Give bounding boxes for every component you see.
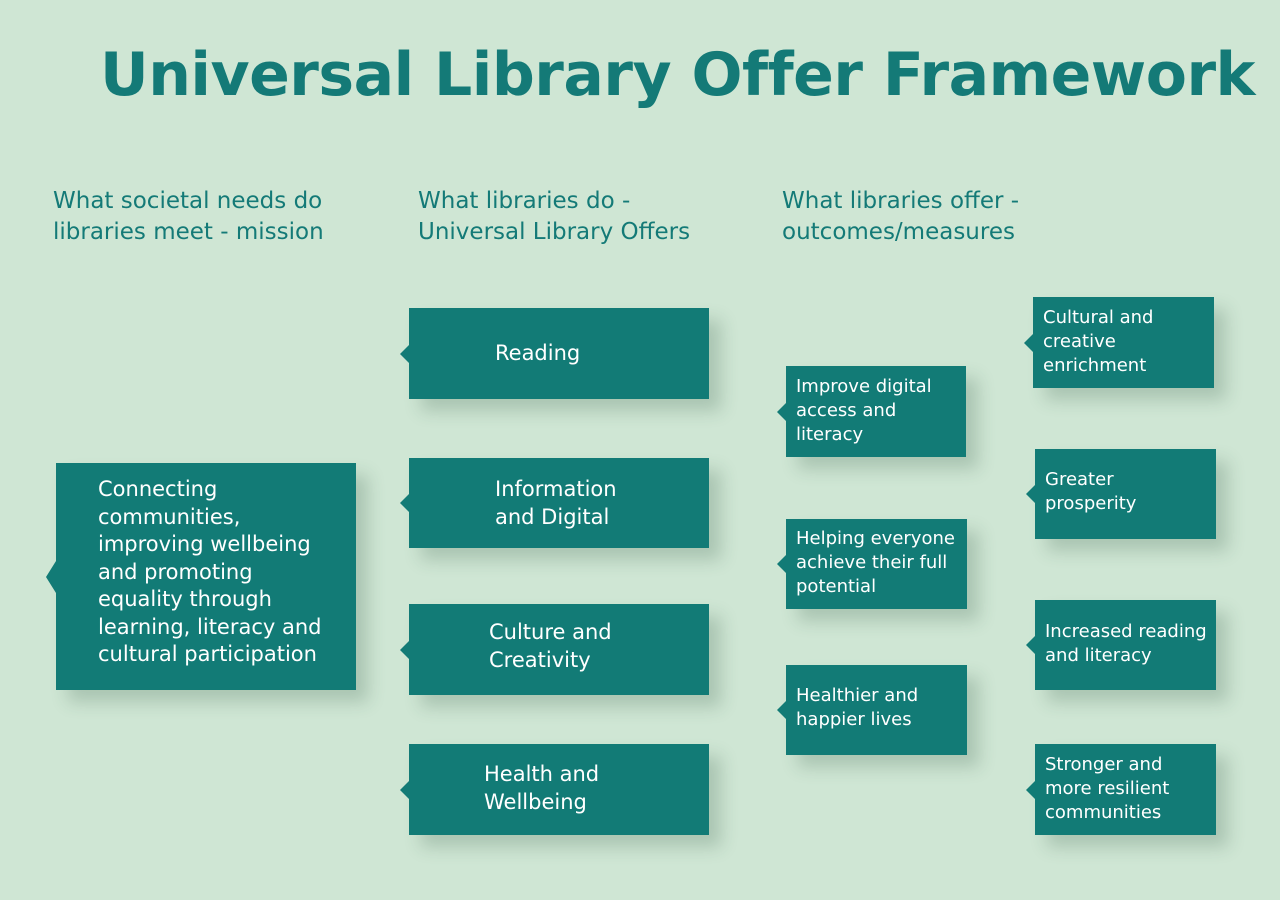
mission-box: Connecting communities, improving wellbe…: [56, 463, 356, 690]
page-title: Universal Library Offer Framework: [100, 40, 1255, 110]
heading-mission: What societal needs do libraries meet - …: [53, 188, 324, 245]
outcome-label: Stronger and more resilient communities: [1045, 754, 1170, 823]
heading-offers: What libraries do - Universal Library Of…: [418, 188, 691, 245]
offer-box-reading: Reading: [409, 308, 709, 399]
offer-box-information-digital: Information and Digital: [409, 458, 709, 548]
offer-box-culture-creativity: Culture and Creativity: [409, 604, 709, 695]
offer-label: Culture and Creativity: [489, 620, 612, 672]
outcome-box-healthier-lives: Healthier and happier lives: [786, 665, 967, 755]
offer-label: Information and Digital: [495, 477, 617, 529]
outcome-label: Improve digital access and literacy: [796, 376, 932, 445]
outcome-label: Increased reading and literacy: [1045, 621, 1207, 666]
outcome-box-greater-prosperity: Greater prosperity: [1035, 449, 1216, 539]
outcome-box-resilient-communities: Stronger and more resilient communities: [1035, 744, 1216, 835]
outcome-box-digital-access: Improve digital access and literacy: [786, 366, 966, 457]
outcome-label: Helping everyone achieve their full pote…: [796, 528, 955, 597]
outcome-box-reading-literacy: Increased reading and literacy: [1035, 600, 1216, 690]
offer-label: Reading: [495, 341, 581, 365]
outcome-box-full-potential: Helping everyone achieve their full pote…: [786, 519, 967, 609]
outcome-label: Greater prosperity: [1045, 469, 1137, 514]
offer-label: Health and Wellbeing: [484, 762, 600, 814]
outcome-box-cultural-enrichment: Cultural and creative enrichment: [1033, 297, 1214, 388]
mission-text: Connecting communities, improving wellbe…: [98, 477, 322, 666]
outcome-label: Healthier and happier lives: [796, 685, 919, 730]
outcome-label: Cultural and creative enrichment: [1043, 307, 1154, 376]
offer-box-health-wellbeing: Health and Wellbeing: [409, 744, 709, 835]
heading-outcomes: What libraries offer - outcomes/measures: [782, 188, 1020, 245]
